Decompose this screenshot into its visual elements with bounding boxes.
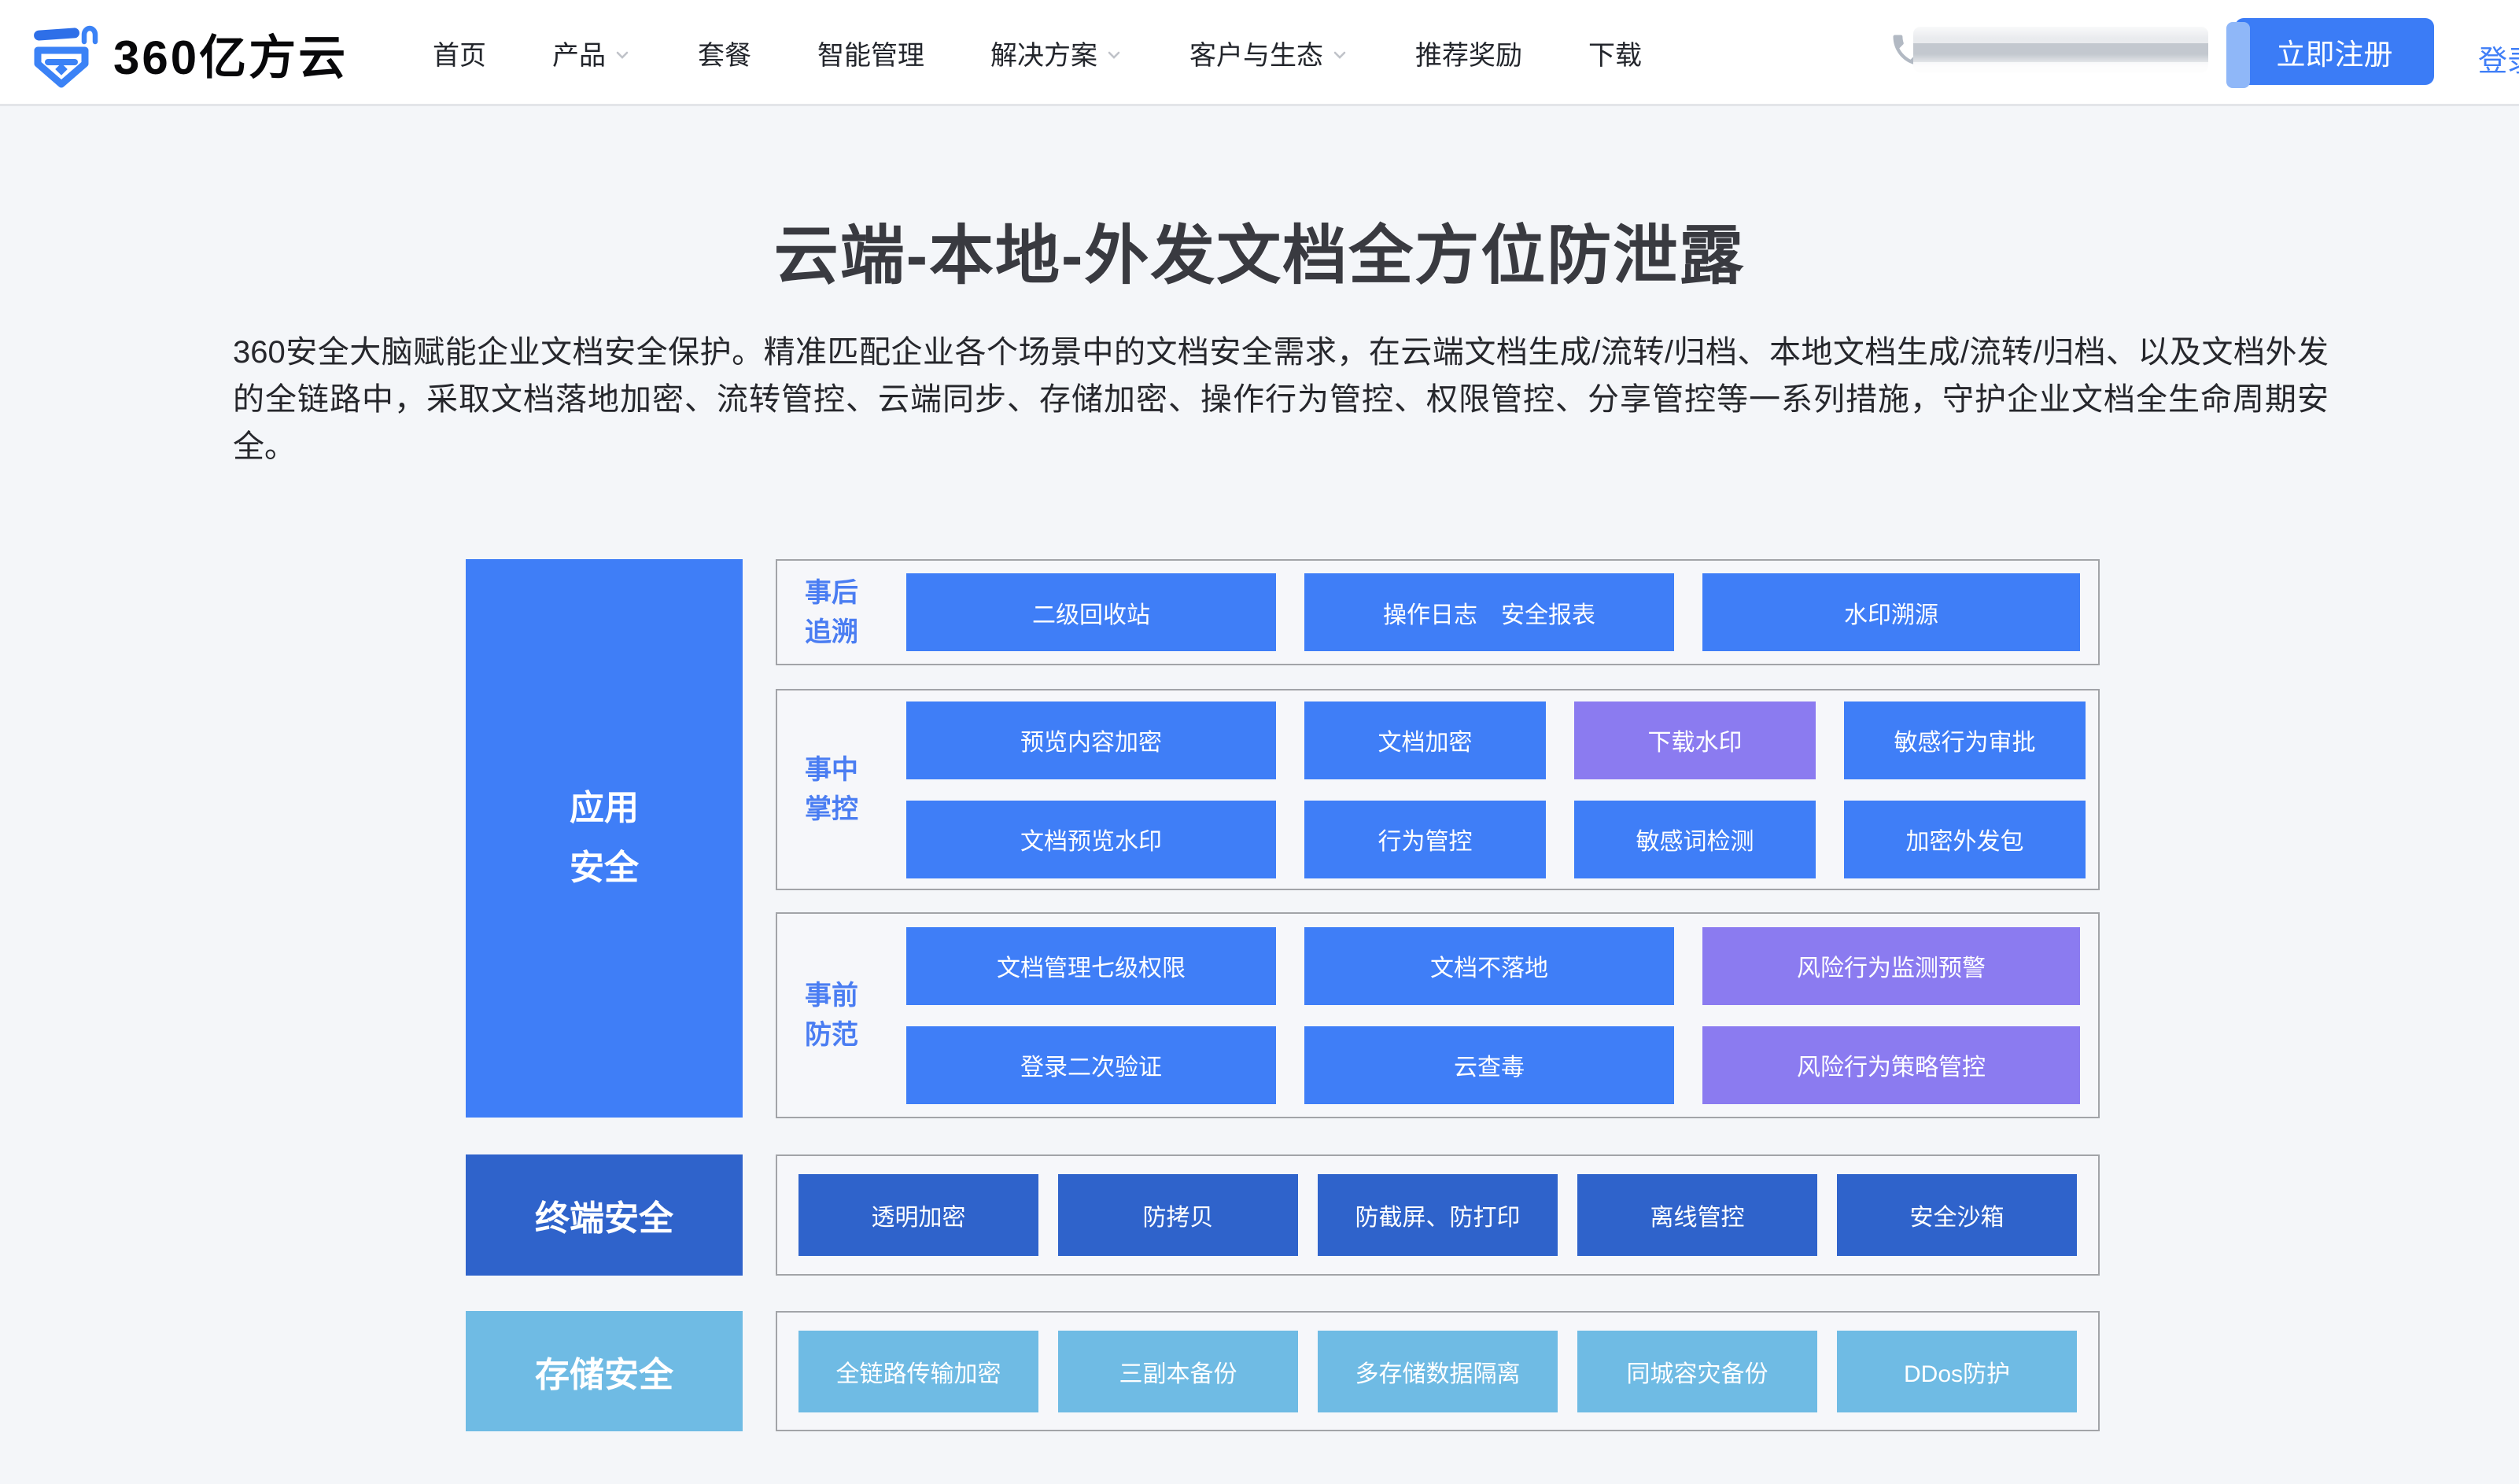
redacted-phone-number: [1913, 27, 2208, 72]
panel-in-process-control: 事中 掌控 预览内容加密 文档加密 下载水印 敏感行为审批 文档预览水印 行为管…: [776, 689, 2100, 890]
feature-box: 敏感词检测: [1574, 800, 1816, 878]
feature-box: 二级回收站: [906, 573, 1276, 651]
feature-box: 云查毒: [1304, 1026, 1674, 1104]
brand-logo[interactable]: 360亿方云: [24, 14, 348, 93]
chevron-down-icon: [1108, 51, 1120, 59]
panel-storage-security: 全链路传输加密 三副本备份 多存储数据隔离 同城容灾备份 DDos防护: [776, 1311, 2100, 1431]
category-label: 终端安全: [535, 1199, 673, 1238]
feature-box: 全链路传输加密: [798, 1330, 1038, 1412]
panel-post-event-tracing: 事后 追溯 二级回收站 操作日志 安全报表 水印溯源: [776, 559, 2100, 665]
login-link[interactable]: 登录: [2478, 45, 2519, 77]
feature-box: 操作日志 安全报表: [1304, 573, 1674, 651]
feature-box: 风险行为策略管控: [1702, 1026, 2080, 1104]
feature-box: 水印溯源: [1702, 573, 2080, 651]
feature-box: 文档不落地: [1304, 926, 1674, 1005]
category-label: 应用: [570, 789, 639, 827]
feature-box: 防拷贝: [1058, 1174, 1298, 1256]
feature-box: 文档管理七级权限: [906, 926, 1276, 1005]
nav-item-referral-rewards[interactable]: 推荐奖励: [1415, 41, 1522, 71]
panel-pre-event-prevention: 事前 防范 文档管理七级权限 文档不落地 风险行为监测预警 登录二次验证 云查毒…: [776, 912, 2100, 1118]
chevron-down-icon: [1333, 51, 1346, 59]
nav-item-plans[interactable]: 套餐: [698, 41, 751, 71]
feature-box: 同城容灾备份: [1577, 1330, 1817, 1412]
feature-box: 防截屏、防打印: [1318, 1174, 1558, 1256]
feature-box: 离线管控: [1577, 1174, 1817, 1256]
feature-box: 敏感行为审批: [1844, 701, 2086, 779]
register-button[interactable]: 立即注册: [2235, 18, 2434, 85]
brand-name: 360亿方云: [113, 31, 349, 84]
section-label: 事前 防范: [805, 981, 858, 1050]
feature-box: 加密外发包: [1844, 800, 2086, 878]
security-architecture-diagram: 应用 安全 终端安全 存储安全 事后 追溯 二级回收站 操作日志 安全报表 水印…: [466, 559, 2100, 1434]
nav-item-home[interactable]: 首页: [433, 41, 486, 71]
nav-item-download[interactable]: 下载: [1588, 41, 1642, 71]
feature-box: 透明加密: [798, 1174, 1038, 1256]
nav-item-products[interactable]: 产品: [552, 34, 632, 72]
feature-box: 行为管控: [1304, 800, 1546, 878]
category-label: 安全: [570, 849, 639, 887]
page-title: 云端-本地-外发文档全方位防泄露: [773, 220, 1746, 292]
brand-logo-icon: [34, 25, 98, 88]
feature-box: 文档预览水印: [906, 800, 1276, 878]
feature-box: 下载水印: [1574, 701, 1816, 779]
category-storage-security: 存储安全: [466, 1311, 743, 1431]
page-description: 360安全大脑赋能企业文档安全保护。精准匹配企业各个场景中的文档安全需求，在云端…: [233, 335, 2329, 464]
category-label: 存储安全: [535, 1355, 673, 1394]
redaction-artifact: [2226, 22, 2250, 88]
feature-box: 文档加密: [1304, 701, 1546, 779]
feature-box: 登录二次验证: [906, 1026, 1276, 1104]
category-application-security: 应用 安全: [466, 559, 743, 1118]
panel-terminal-security: 透明加密 防拷贝 防截屏、防打印 离线管控 安全沙箱: [776, 1154, 2100, 1276]
feature-box: 预览内容加密: [906, 701, 1276, 779]
section-label: 事中 掌控: [805, 755, 858, 824]
feature-box: 安全沙箱: [1837, 1174, 2077, 1256]
category-terminal-security: 终端安全: [466, 1154, 743, 1276]
feature-box: DDos防护: [1837, 1330, 2077, 1412]
nav-item-smart-management[interactable]: 智能管理: [817, 41, 924, 71]
feature-box: 多存储数据隔离: [1318, 1330, 1558, 1412]
nav-item-customers-ecosystem[interactable]: 客户与生态: [1189, 34, 1349, 72]
chevron-down-icon: [616, 51, 629, 59]
feature-box: 三副本备份: [1058, 1330, 1298, 1412]
top-nav: 360亿方云 首页 产品 套餐 智能管理 解决方案 客户与生态 推荐奖励 下载 …: [0, 0, 2519, 106]
feature-box: 风险行为监测预警: [1702, 926, 2080, 1005]
nav-item-solutions[interactable]: 解决方案: [990, 34, 1123, 72]
section-label: 事后 追溯: [805, 577, 858, 647]
main-nav: 首页 产品 套餐 智能管理 解决方案 客户与生态 推荐奖励 下载: [433, 0, 1642, 106]
